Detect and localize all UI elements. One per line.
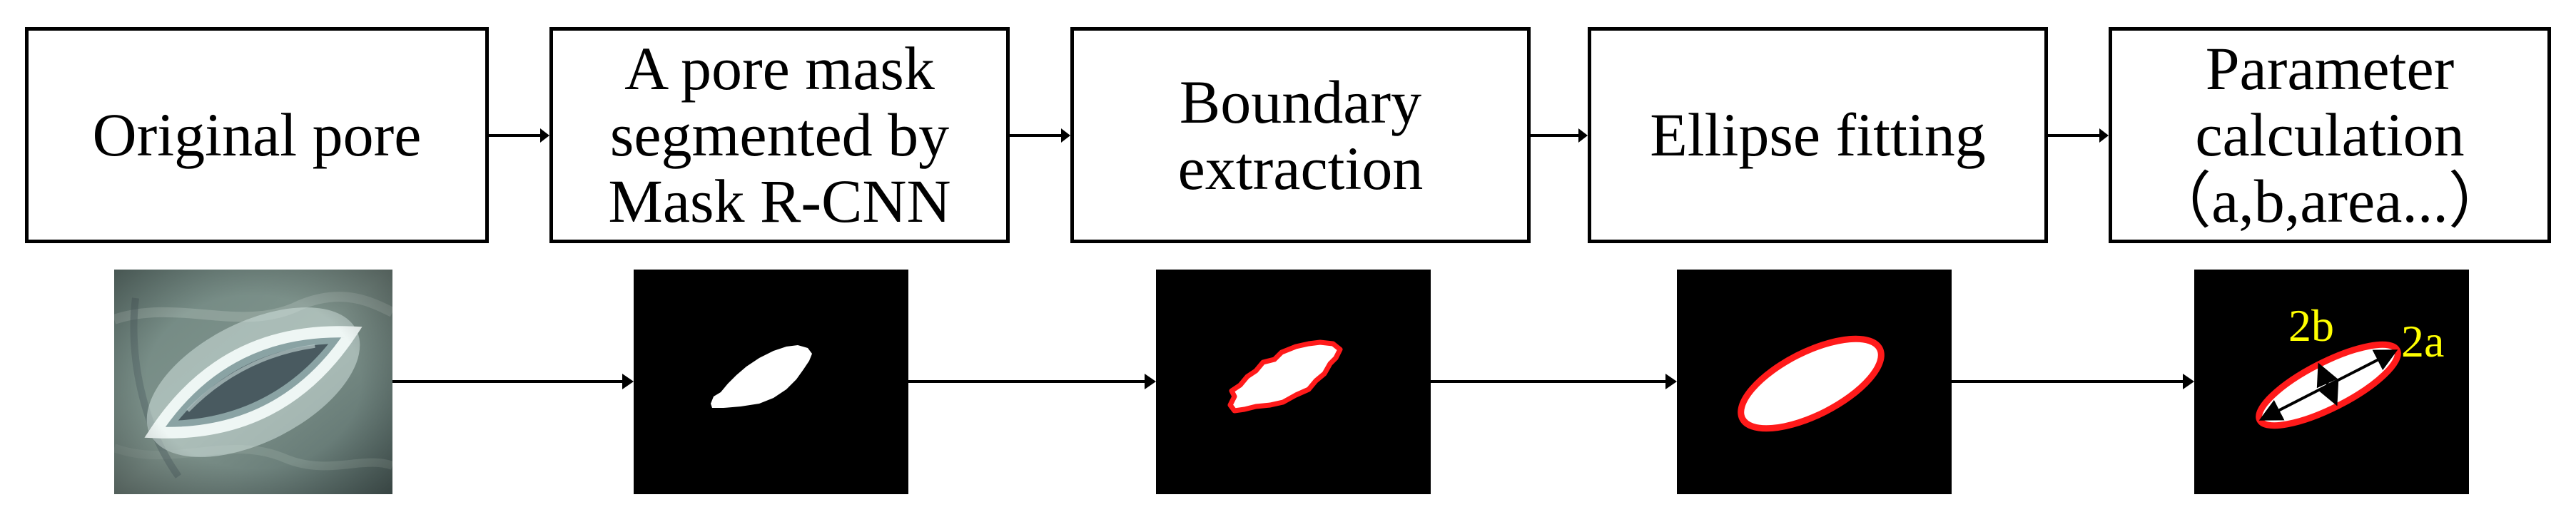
mask-blob	[711, 345, 812, 408]
arrowhead-7	[1665, 374, 1677, 389]
boundary-extraction-image	[1156, 270, 1431, 494]
minor-axis-label: 2b	[2288, 300, 2334, 351]
boundary-contour	[1227, 339, 1343, 414]
ellipse-fitting-image	[1677, 270, 1952, 494]
arrowhead-3	[1578, 128, 1588, 143]
step-parameter-calculation-label: Parameter calculation （a,b,area...）	[2150, 34, 2510, 235]
arrowhead-1	[540, 128, 549, 143]
step-mask-segmentation-label: A pore mask segmented by Mask R-CNN	[608, 34, 951, 235]
step-original-pore-label: Original pore	[92, 101, 422, 170]
arrowhead-2	[1061, 128, 1070, 143]
step-mask-segmentation-box: A pore mask segmented by Mask R-CNN	[549, 27, 1010, 243]
minor-axis-arrow	[2316, 362, 2339, 406]
arrowhead-4	[2099, 128, 2109, 143]
step-ellipse-fitting-box: Ellipse fitting	[1588, 27, 2048, 243]
step-original-pore-box: Original pore	[25, 27, 489, 243]
step-boundary-extraction-box: Boundary extraction	[1070, 27, 1531, 243]
step-ellipse-fitting-label: Ellipse fitting	[1650, 101, 1986, 170]
arrowhead-8	[2183, 374, 2194, 389]
step-boundary-extraction-label: Boundary extraction	[1177, 67, 1424, 203]
step-parameter-calculation-box: Parameter calculation （a,b,area...）	[2109, 27, 2551, 243]
arrowhead-5	[622, 374, 634, 389]
parameter-calculation-image: 2b 2a	[2194, 270, 2469, 494]
segmented-mask-image	[634, 270, 908, 494]
fitted-ellipse	[1738, 335, 1885, 432]
arrowhead-6	[1145, 374, 1156, 389]
major-axis-label: 2a	[2401, 316, 2444, 367]
original-pore-image	[114, 270, 392, 494]
